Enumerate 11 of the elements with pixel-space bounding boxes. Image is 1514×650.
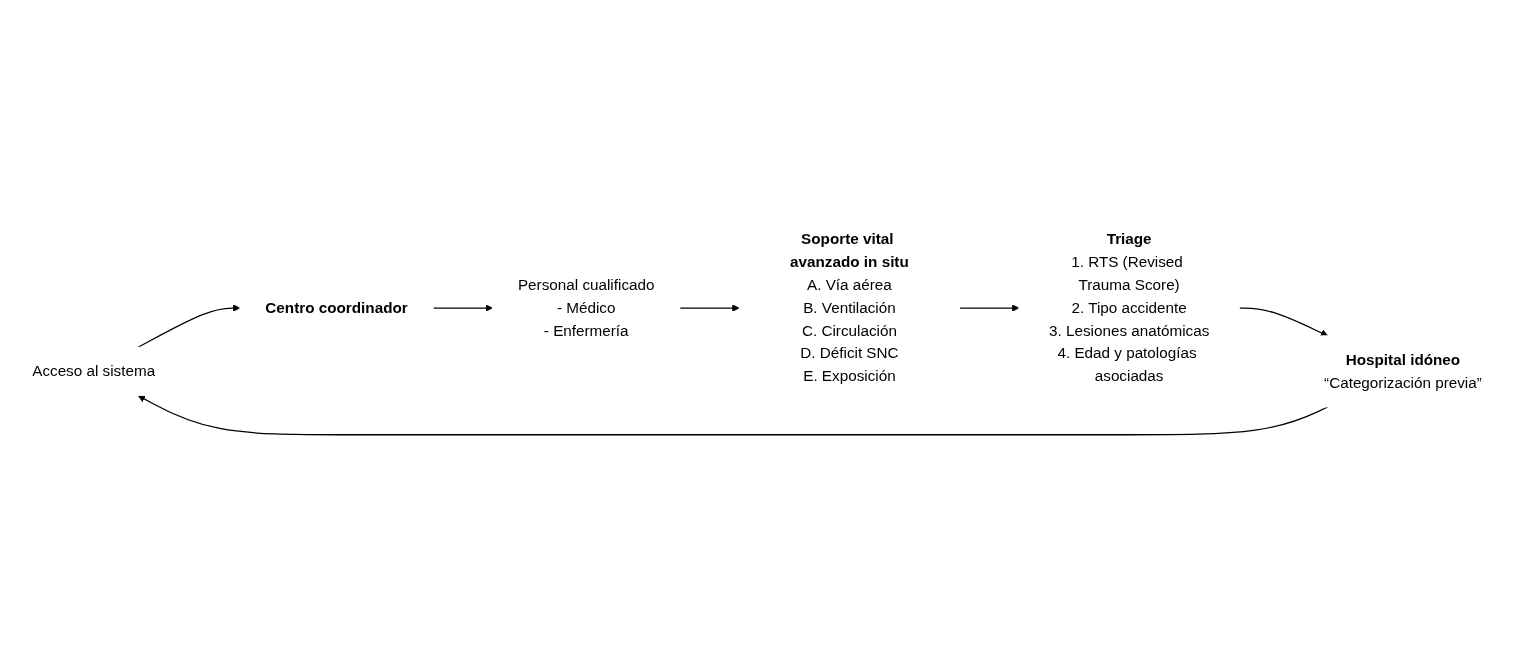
arrow	[679, 304, 740, 312]
node-text: Personal cualificado - Médico - Enfermería	[517, 276, 655, 339]
arrow	[958, 304, 1020, 312]
node-text: Acceso al sistema	[32, 362, 156, 380]
node-text: Hospital idóneo “Categorización previa”	[1324, 351, 1482, 391]
arrow	[1238, 307, 1328, 337]
node-text: Triage 1. RTS (Revised Trauma Score) 2. Tipo accidente 3. Lesiones anatómicas 4. Edad y patologías asociadas	[1048, 230, 1210, 385]
arrow	[137, 304, 241, 348]
node-text: Centro coordinador	[265, 299, 408, 317]
node-text: Soporte vital avanzado in situ A. Vía aérea B. Ventilación C. Circulación D. Déficit SNC E. Exposición	[790, 230, 909, 385]
arrow	[432, 304, 493, 312]
